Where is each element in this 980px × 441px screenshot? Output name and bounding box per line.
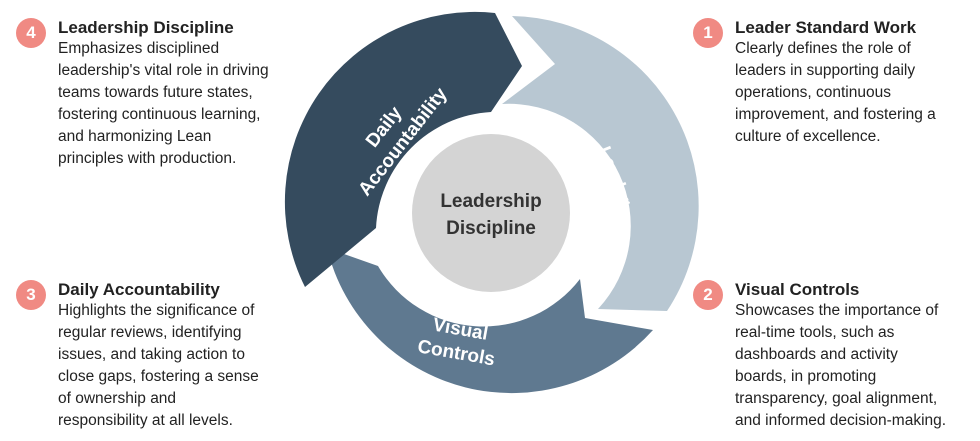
center-label-line1: Leadership [440, 191, 541, 212]
number-badge: 1 [693, 18, 723, 48]
segment-daily-accountability [284, 11, 522, 287]
item-title: Daily Accountability [58, 280, 220, 299]
item-title: Visual Controls [735, 280, 860, 299]
segment-leader-standard-work [502, 16, 699, 311]
item-title: Leader Standard Work [735, 18, 917, 37]
center-circle [412, 134, 570, 292]
number-badge: 3 [16, 280, 46, 310]
center-label-line2: Discipline [446, 218, 536, 239]
segment-visual-controls [327, 248, 653, 394]
item-title: Leadership Discipline [58, 18, 234, 37]
number-badge: 4 [16, 18, 46, 48]
number-badge: 2 [693, 280, 723, 310]
